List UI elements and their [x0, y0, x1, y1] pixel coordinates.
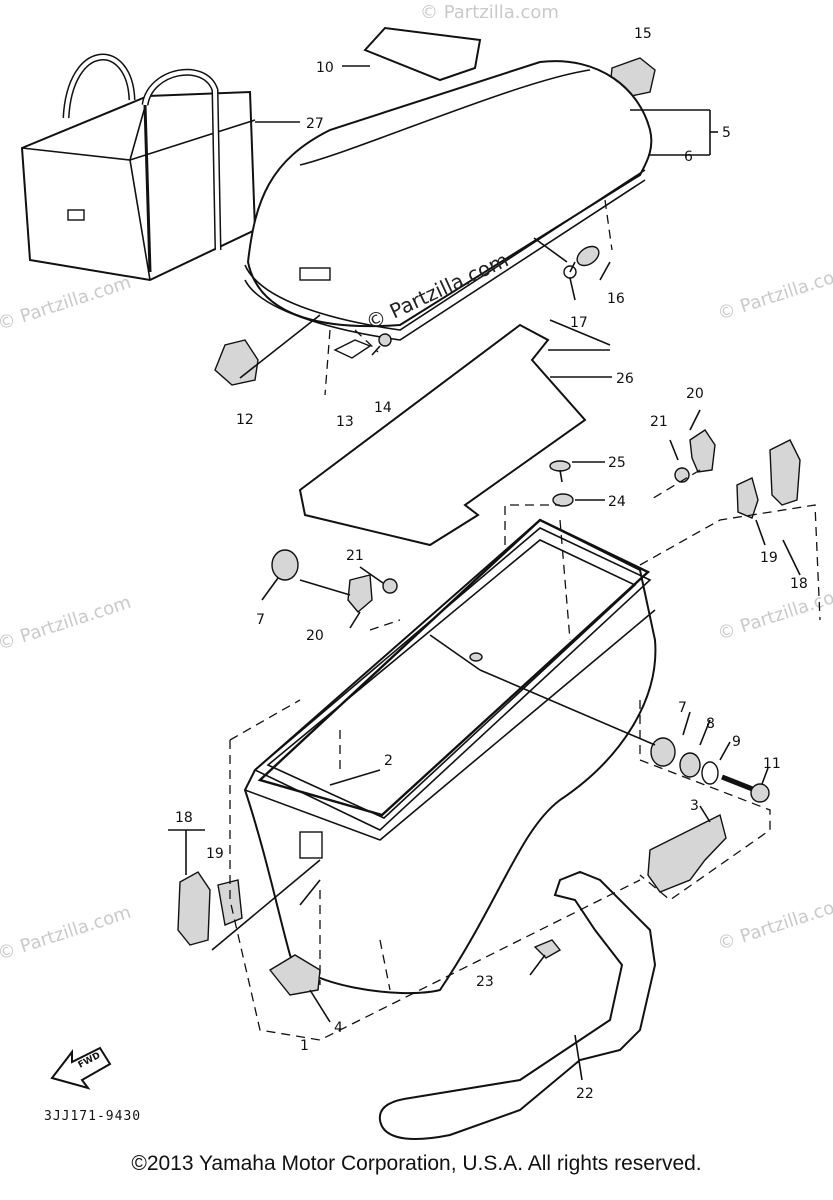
- hinge-part-20: [689, 429, 716, 473]
- callout-10: 10: [316, 60, 334, 76]
- watermark: © Partzilla.com: [0, 592, 134, 655]
- callout-22: 22: [576, 1086, 594, 1102]
- callout-13: 13: [336, 414, 354, 430]
- callout-19: 19: [760, 550, 778, 566]
- callout-labels: 1 2 3 4 5 6 7 7 8 9 10 11 12 13 14 15 16…: [175, 26, 808, 1102]
- part-code: 3JJ171-9430: [44, 1109, 141, 1124]
- pad-part-10: [363, 26, 482, 82]
- watermark: © Partzilla.com: [715, 582, 833, 645]
- callout-20: 20: [686, 386, 704, 402]
- callout-25: 25: [608, 455, 626, 471]
- lock-plate-part-19: [736, 477, 759, 519]
- callout-21: 21: [650, 414, 668, 430]
- callout-16: 16: [607, 291, 625, 307]
- watermark: © Partzilla.com: [420, 2, 559, 23]
- callout-1: 1: [300, 1038, 309, 1054]
- fwd-arrow-icon: FWD: [50, 1046, 112, 1090]
- copyright-notice: ©2013 Yamaha Motor Corporation, U.S.A. A…: [131, 1152, 702, 1175]
- callout-19b: 19: [206, 846, 224, 862]
- nut-part-21-left: [382, 578, 398, 594]
- rail-part-22: [378, 870, 657, 1141]
- latch-part-12: [214, 339, 259, 386]
- grommet-part-16-17: [563, 245, 600, 279]
- lock-part-18: [769, 439, 801, 506]
- callout-27: 27: [306, 116, 324, 132]
- damper-part-7: [271, 549, 299, 581]
- callout-17: 17: [570, 315, 588, 331]
- callout-6: 6: [684, 149, 693, 165]
- bumper-part-4: [268, 954, 321, 996]
- hinge-part-20-left: [347, 574, 373, 613]
- callout-26: 26: [616, 371, 634, 387]
- callout-7: 7: [256, 612, 265, 628]
- callout-11: 11: [763, 756, 781, 772]
- stay-part-3: [647, 813, 727, 893]
- watermark: © Partzilla.com: [0, 902, 134, 965]
- callout-18: 18: [790, 576, 808, 592]
- callout-8: 8: [706, 716, 715, 732]
- hardware-group-right: [650, 737, 770, 803]
- watermark: © Partzilla.com: [715, 262, 833, 325]
- leader-lines: [168, 65, 821, 1081]
- liner-part-26: [298, 323, 587, 547]
- lock-plate-part-19-left: [217, 879, 243, 926]
- callout-15: 15: [634, 26, 652, 42]
- nut-part-21: [674, 467, 690, 483]
- callout-24: 24: [608, 494, 626, 510]
- clip-part-23: [533, 939, 562, 959]
- bracket-part-13-14: [333, 333, 392, 359]
- callout-2: 2: [384, 753, 393, 769]
- watermark: © Partzilla.com: [715, 892, 833, 955]
- callout-7b: 7: [678, 700, 687, 716]
- screw-part-25: [549, 460, 571, 483]
- callout-12: 12: [236, 412, 254, 428]
- callout-9: 9: [732, 734, 741, 750]
- callout-3: 3: [690, 798, 699, 814]
- seal-part-2: [257, 518, 651, 817]
- callout-21b: 21: [346, 548, 364, 564]
- lock-part-18-left: [177, 871, 211, 946]
- callout-4: 4: [334, 1020, 343, 1036]
- travel-bag-part-27: [20, 53, 257, 282]
- washer-part-24: [552, 493, 574, 507]
- callout-5: 5: [722, 125, 731, 141]
- callout-23: 23: [476, 974, 494, 990]
- callout-20b: 20: [306, 628, 324, 644]
- watermark: © Partzilla.com: [0, 272, 134, 335]
- callout-14: 14: [374, 400, 392, 416]
- callout-18b: 18: [175, 810, 193, 826]
